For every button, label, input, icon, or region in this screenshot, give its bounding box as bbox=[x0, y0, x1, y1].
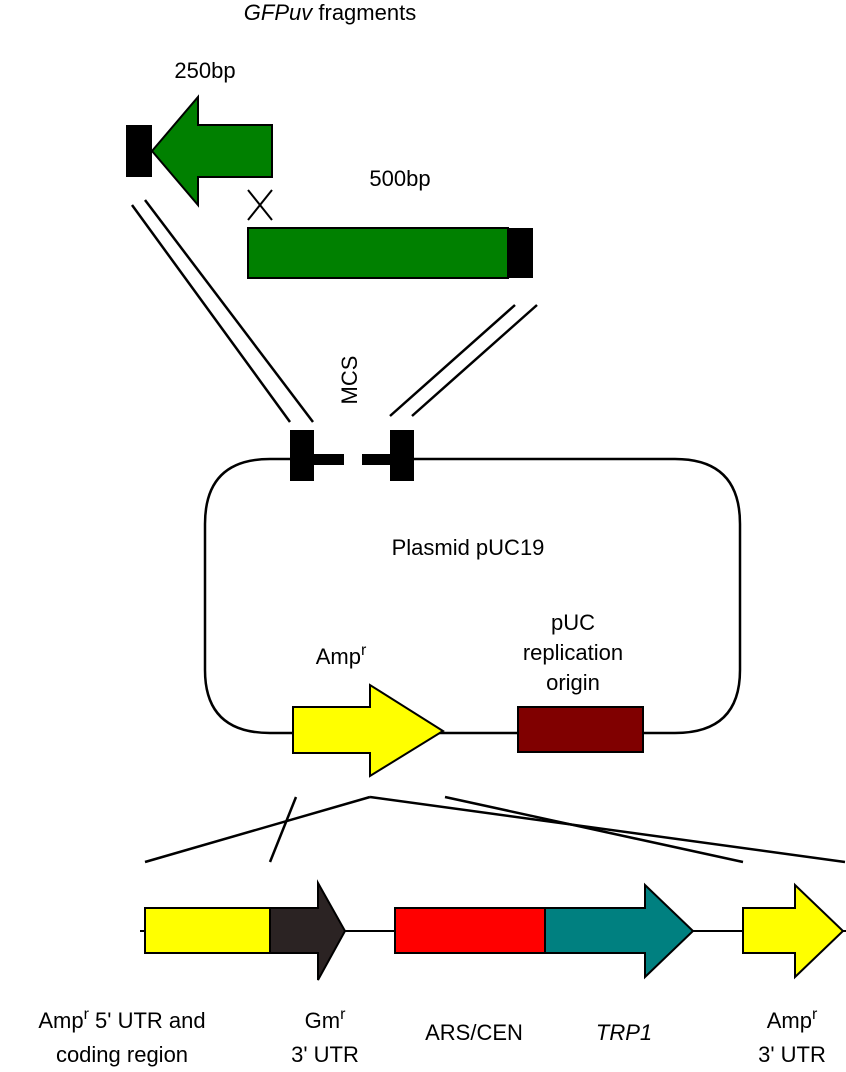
mcs-block-right bbox=[390, 430, 414, 481]
label-amp3-line2: 3' UTR bbox=[758, 1042, 826, 1067]
fragment-500bp-end-cap bbox=[508, 228, 533, 278]
label-gm-line2: 3' UTR bbox=[291, 1042, 359, 1067]
fragment-250bp-end-cap bbox=[126, 125, 152, 177]
label-amp3-line1: Ampr bbox=[767, 1006, 818, 1033]
amp-3utr-arrow bbox=[742, 882, 845, 980]
label-trp1: TRP1 bbox=[596, 1020, 652, 1045]
trp1-arrow bbox=[544, 882, 695, 980]
label-250bp: 250bp bbox=[174, 58, 235, 83]
label-plasmid: Plasmid pUC19 bbox=[392, 535, 545, 560]
puc-origin-box bbox=[517, 706, 644, 753]
plasmid-backbone bbox=[203, 457, 742, 735]
fragments-title: GFPuv fragments bbox=[244, 0, 416, 25]
label-500bp: 500bp bbox=[369, 166, 430, 191]
label-mcs: MCS bbox=[337, 356, 362, 405]
label-amp5-line2: coding region bbox=[56, 1042, 188, 1067]
zoom-lines bbox=[144, 795, 846, 864]
label-puc-line1: pUC bbox=[551, 610, 595, 635]
label-ampr: Ampr bbox=[316, 642, 367, 669]
label-puc-line3: origin bbox=[546, 670, 600, 695]
fragment-500bp-bar bbox=[247, 227, 509, 279]
label-gm-line1: Gmr bbox=[305, 1006, 346, 1033]
fragment-250bp-arrow bbox=[150, 94, 273, 208]
gm-3utr-arrow bbox=[269, 879, 347, 981]
label-amp5-line1: Ampr 5' UTR and bbox=[38, 1006, 205, 1033]
label-puc-line2: replication bbox=[523, 640, 623, 665]
insertion-lines bbox=[130, 199, 538, 423]
mcs-block-left bbox=[290, 430, 314, 481]
ars-cen-box bbox=[394, 907, 546, 954]
label-ars-cen: ARS/CEN bbox=[425, 1020, 523, 1045]
mcs-stub-right bbox=[362, 454, 390, 465]
amp-5utr-coding-box bbox=[144, 907, 271, 954]
x-cross-mark bbox=[247, 189, 273, 221]
ampr-gene-arrow bbox=[292, 683, 445, 778]
mcs-stub-left bbox=[314, 454, 344, 465]
